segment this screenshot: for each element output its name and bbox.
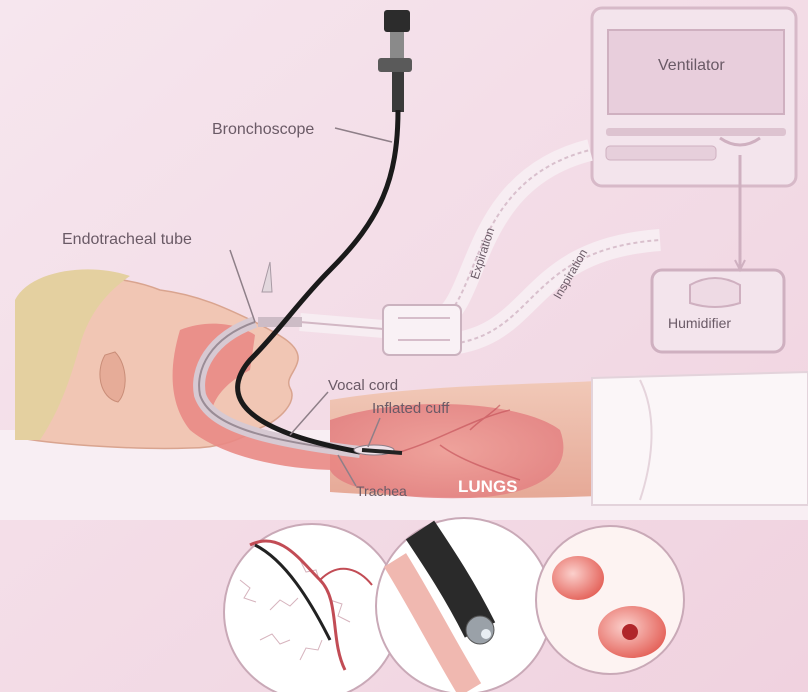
y-connector (383, 305, 461, 355)
vocal-cord-label: Vocal cord (328, 377, 398, 394)
inset-alveoli (536, 526, 684, 674)
endotracheal-tube-label: Endotracheal tube (62, 231, 192, 248)
patient-gown (592, 372, 808, 505)
bronchoscope-label: Bronchoscope (212, 121, 314, 138)
lungs-label: LUNGS (458, 477, 518, 496)
inset-bronchioles (224, 524, 400, 692)
ventilator-label: Ventilator (658, 57, 725, 74)
ventilator-device (592, 8, 796, 186)
trachea-label: Trachea (356, 483, 407, 499)
humidifier-label: Humidifier (668, 315, 731, 331)
inflated-cuff-label: Inflated cuff (372, 400, 450, 417)
inset-bronchoscope-tip (376, 518, 552, 692)
